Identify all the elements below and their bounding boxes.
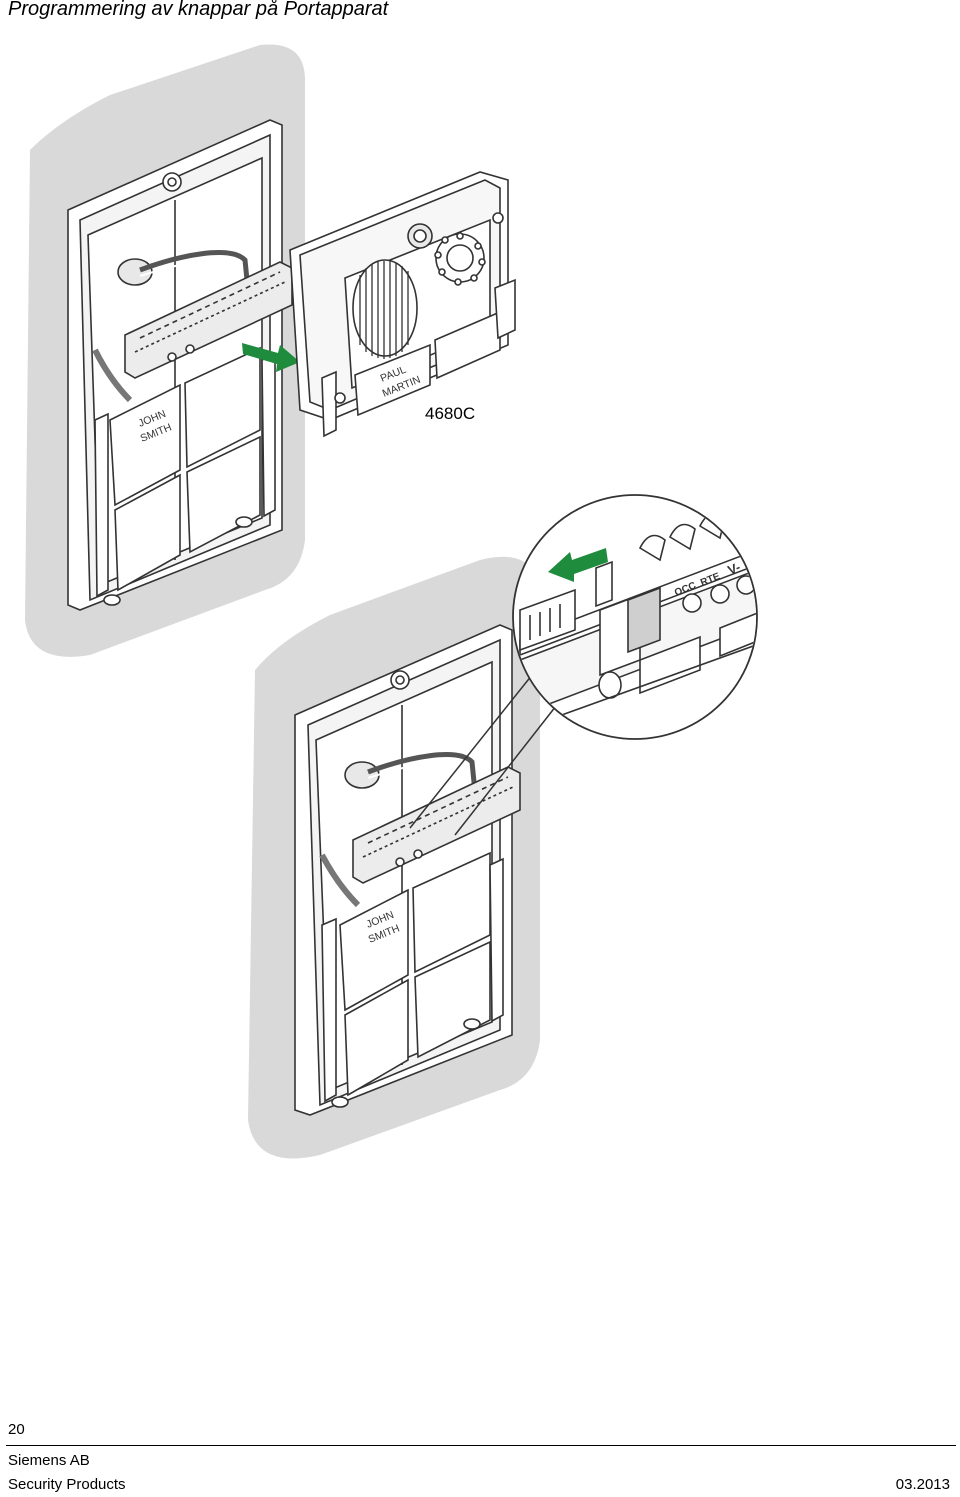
speaker-module: [289, 171, 516, 438]
bottom-frame: [294, 624, 521, 1116]
insert-arrow-icon: [242, 343, 300, 372]
footer-date: 03.2013: [895, 1476, 950, 1493]
bottom-assembly: JOHN SMITH: [248, 494, 758, 1159]
page-title: Programmering av knappar på Portapparat: [8, 0, 389, 20]
jumper-arrow-icon: [548, 548, 608, 582]
top-assembly: JOHN SMITH: [25, 44, 516, 657]
callout-line-upper: [409, 674, 533, 829]
callout-line-lower: [454, 705, 557, 836]
zoom-detail: OCC RTE V-: [512, 494, 758, 740]
footer-company: Siemens AB: [8, 1452, 90, 1469]
terminal-label-v-minus: V-: [726, 559, 743, 578]
installation-illustration: JOHN SMITH: [25, 44, 758, 1159]
footer-divider: [6, 1445, 956, 1446]
footer-division: Security Products: [8, 1476, 126, 1493]
page-number: 20: [8, 1421, 25, 1438]
model-label: 4680C: [425, 404, 475, 423]
top-frame: [67, 119, 293, 611]
